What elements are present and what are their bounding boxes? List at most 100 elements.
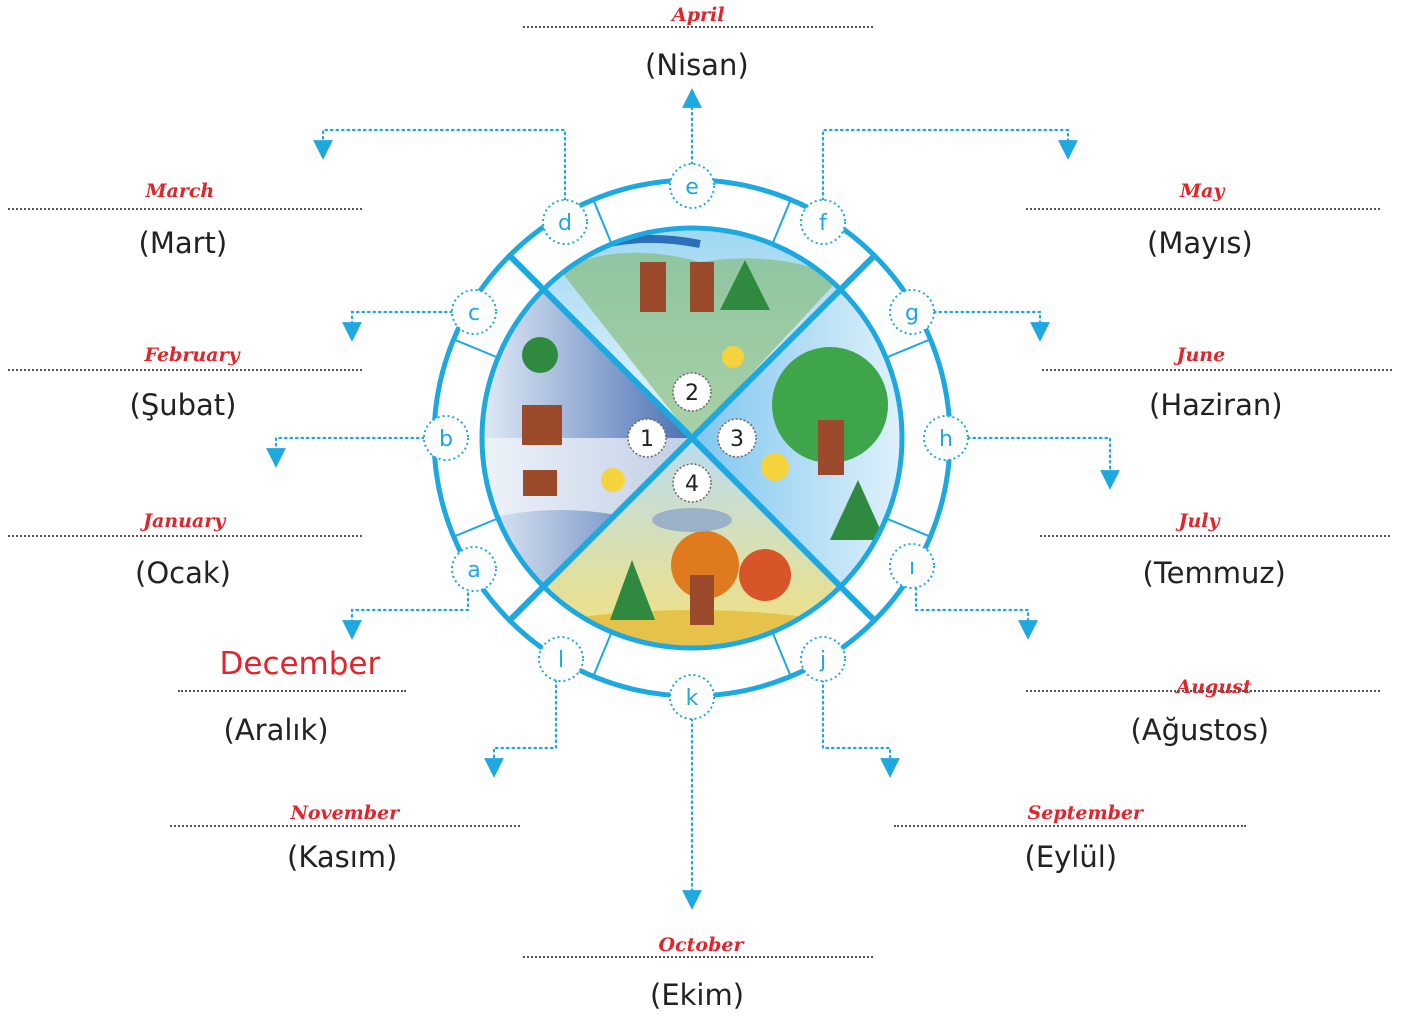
english-answer: October [659, 934, 744, 956]
answer-line [1026, 690, 1380, 692]
connector-arrow-j [823, 680, 890, 768]
turkish-month: (Kasım) [287, 840, 397, 874]
connector-arrow-g [934, 312, 1040, 332]
letter-marker-l: l [539, 637, 583, 681]
month-divider-tick [593, 200, 611, 244]
letter-marker-f: f [801, 200, 845, 244]
english-answer: August [1177, 676, 1252, 698]
winter-evergreen [522, 337, 558, 373]
connector-arrow-h [968, 438, 1110, 480]
connector-arrow-d [323, 130, 565, 200]
connector-arrow-b [276, 438, 424, 458]
autumn-cloud [652, 508, 732, 532]
letter-marker-e: e [670, 164, 714, 208]
answer-line [8, 208, 362, 210]
answer-line [8, 369, 362, 371]
english-answer: April [672, 4, 724, 26]
answer-line [8, 535, 362, 537]
season-number-4: 4 [673, 464, 711, 502]
spring-tree-trunk [640, 262, 666, 312]
letter-marker-j: j [801, 637, 845, 681]
season-number-label-2: 2 [685, 381, 699, 406]
season-number-label-1: 1 [640, 427, 654, 452]
month-divider-tick [886, 339, 930, 357]
season-number-3: 3 [718, 419, 756, 457]
connector-arrow-l [494, 680, 556, 768]
letter-marker-label: a [467, 558, 480, 583]
answer-line [1026, 208, 1380, 210]
month-divider-tick [454, 339, 498, 357]
turkish-month: (Temmuz) [1143, 556, 1286, 590]
month-divider-tick [772, 200, 790, 244]
letter-marker-label: c [468, 301, 480, 326]
letter-marker-label: b [439, 427, 453, 452]
letter-marker-g: g [890, 290, 934, 334]
letter-marker-b: b [424, 416, 468, 460]
turkish-month: (Eylül) [1025, 840, 1118, 874]
letter-marker-label: e [685, 175, 699, 200]
letter-marker-label: g [905, 301, 919, 326]
english-answer: September [1028, 802, 1143, 824]
turkish-month: (Nisan) [645, 48, 749, 82]
answer-line [523, 956, 873, 958]
summer-tree-trunk [818, 420, 844, 475]
answer-line [1040, 535, 1390, 537]
answer-line [894, 825, 1246, 827]
letter-marker-ı: ı [890, 544, 934, 588]
letter-marker-label: j [819, 648, 826, 673]
english-answer: November [291, 802, 400, 824]
letter-marker-label: d [558, 211, 572, 236]
turkish-month: (Aralık) [224, 713, 329, 747]
autumn-tree-crown-2 [739, 549, 791, 601]
season-number-2: 2 [673, 373, 711, 411]
turkish-month: (Mart) [139, 226, 228, 260]
letter-marker-d: d [543, 200, 587, 244]
connector-arrow-a [352, 588, 468, 630]
season-number-1: 1 [628, 419, 666, 457]
letter-marker-label: l [558, 648, 564, 673]
answer-line [178, 690, 406, 692]
autumn-tree-trunk [690, 575, 714, 625]
answer-line [170, 825, 520, 827]
answer-line [523, 26, 873, 28]
summer-sun-icon [761, 453, 789, 481]
letter-marker-label: k [686, 686, 699, 711]
spring-sun-icon [722, 346, 744, 368]
turkish-month: (Mayıs) [1147, 226, 1253, 260]
connector-arrow-c [352, 312, 452, 332]
month-divider-tick [593, 632, 611, 676]
letter-marker-k: k [670, 675, 714, 719]
turkish-month: (Ağustos) [1131, 713, 1270, 747]
english-answer: June [1177, 344, 1226, 366]
winter-tree-trunk-2 [523, 470, 557, 496]
letter-marker-c: c [452, 290, 496, 334]
season-number-label-4: 4 [685, 472, 699, 497]
turkish-month: (Şubat) [130, 388, 237, 422]
turkish-month: (Ekim) [650, 978, 744, 1012]
winter-tree-trunk [522, 405, 562, 445]
connector-arrow-ı [916, 588, 1028, 630]
winter-sun-icon [601, 468, 625, 492]
spring-tree-trunk-2 [690, 262, 714, 312]
season-number-label-3: 3 [730, 427, 744, 452]
letter-marker-h: h [924, 416, 968, 460]
connector-arrow-f [823, 130, 1068, 200]
letter-marker-label: f [819, 211, 828, 236]
english-answer: December [220, 646, 381, 682]
letter-marker-label: ı [909, 555, 915, 580]
english-answer: May [1180, 180, 1224, 202]
turkish-month: (Ocak) [135, 556, 231, 590]
letter-marker-a: a [452, 547, 496, 591]
month-divider-tick [772, 632, 790, 676]
month-divider-tick [454, 518, 498, 536]
english-answer: March [146, 180, 215, 202]
answer-line [1042, 369, 1392, 371]
letter-marker-label: h [939, 427, 953, 452]
month-divider-tick [886, 518, 930, 536]
english-answer: January [143, 510, 225, 532]
turkish-month: (Haziran) [1149, 388, 1283, 422]
english-answer: February [145, 344, 240, 366]
english-answer: July [1179, 510, 1220, 532]
